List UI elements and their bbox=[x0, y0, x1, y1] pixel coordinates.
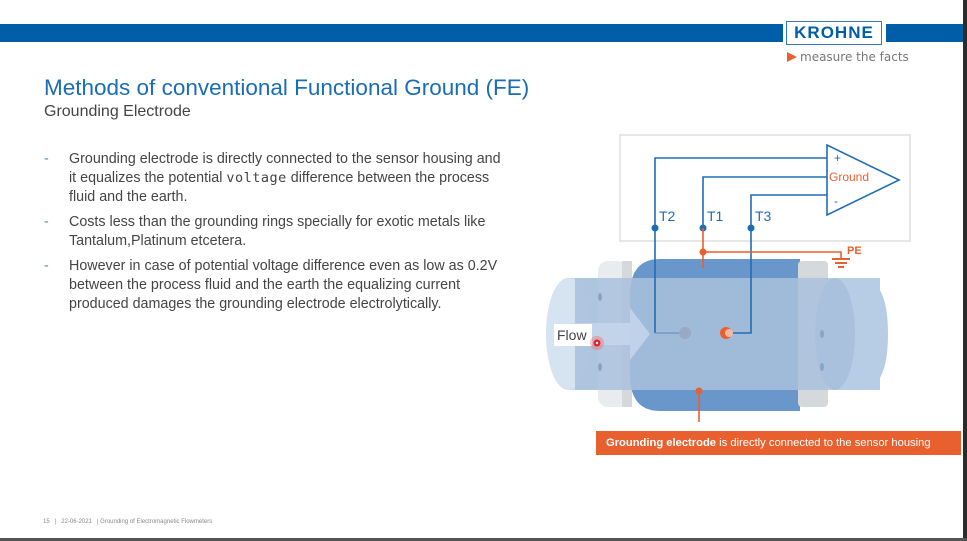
slide-title: Methods of conventional Functional Groun… bbox=[44, 75, 530, 100]
amplifier-icon bbox=[826, 143, 901, 217]
flow-arrow-icon bbox=[570, 308, 650, 360]
bullet-item: - Grounding electrode is directly connec… bbox=[44, 151, 501, 205]
krohne-logo: KROHNE bbox=[786, 21, 882, 45]
bullet-dash: - bbox=[44, 258, 49, 274]
flowmeter-diagram: Flow + Ground - T2 T1 T3 PE bbox=[546, 134, 911, 422]
bullet-list: - Grounding electrode is directly connec… bbox=[44, 150, 504, 320]
slide-footer: 15 | 22-06-2021 | Grounding of Electroma… bbox=[43, 519, 213, 525]
svg-text:Flow: Flow bbox=[557, 327, 587, 343]
pe-label: PE bbox=[847, 245, 862, 257]
svg-text:T2: T2 bbox=[659, 208, 676, 224]
window-border-bottom bbox=[0, 538, 967, 541]
bullet-dash: - bbox=[44, 151, 49, 167]
tagline-text: measure the facts bbox=[800, 50, 909, 64]
wire-t3 bbox=[733, 194, 827, 334]
terminal-t3 bbox=[747, 224, 755, 232]
electrode-left bbox=[679, 327, 691, 339]
window-border-right bbox=[963, 0, 967, 541]
svg-text:T3: T3 bbox=[755, 208, 772, 224]
diagram-caption: Grounding electrode is directly connecte… bbox=[596, 431, 961, 455]
header-bar bbox=[0, 24, 783, 42]
svg-text:+: + bbox=[834, 151, 841, 165]
bullet-item: - Costs less than the grounding rings sp… bbox=[44, 214, 486, 249]
flow-label-box bbox=[554, 324, 592, 346]
header-bar-right bbox=[886, 24, 963, 42]
svg-text:-: - bbox=[834, 194, 838, 208]
wire-t2 bbox=[654, 157, 827, 333]
wire-t1 bbox=[702, 176, 827, 228]
play-arrow-icon bbox=[787, 52, 797, 62]
amp-ground-label: Ground bbox=[829, 170, 869, 184]
bullet-dash: - bbox=[44, 214, 49, 230]
svg-text:T1: T1 bbox=[707, 208, 724, 224]
tagline: measure the facts bbox=[787, 50, 909, 64]
slide-subtitle: Grounding Electrode bbox=[44, 103, 191, 120]
terminal-t2 bbox=[651, 224, 659, 232]
bullet-item: - However in case of potential voltage d… bbox=[44, 258, 498, 312]
